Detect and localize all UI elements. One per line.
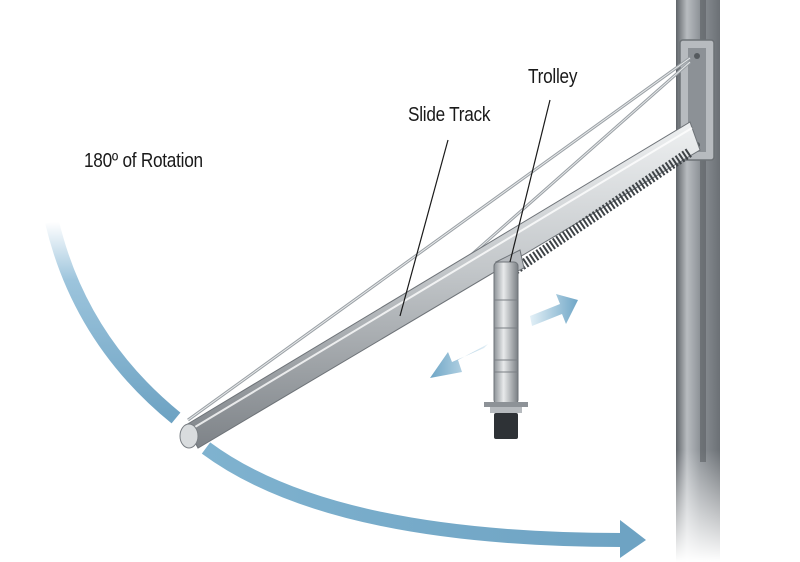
- trolley-label: Trolley: [528, 66, 578, 88]
- double-arrow-icon: [430, 294, 578, 378]
- curved-arrow-icon: [45, 220, 646, 558]
- slide-track-label: Slide Track: [408, 104, 491, 126]
- trolley-leader: [509, 99, 551, 263]
- slide-track: [179, 121, 701, 449]
- trolley: [484, 249, 528, 439]
- slide-track-leader: [399, 139, 449, 317]
- tension-rods: [187, 56, 691, 422]
- mounting-bracket: [679, 39, 715, 161]
- rotation-label: 180º of Rotation: [84, 150, 203, 172]
